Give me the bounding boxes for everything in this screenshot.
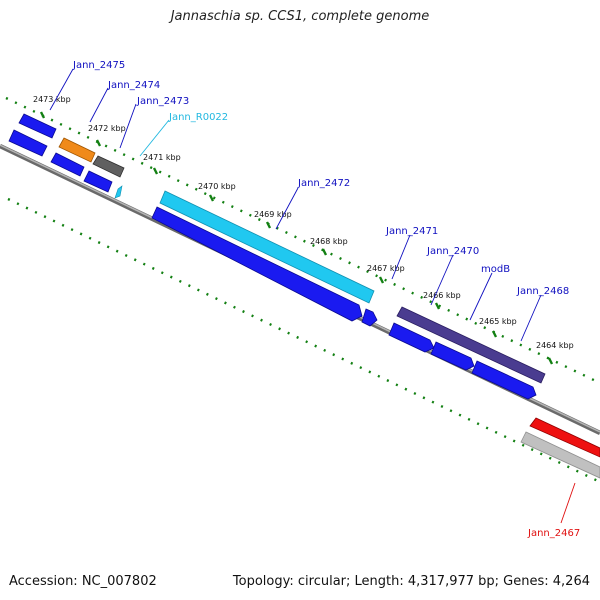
major-ticks bbox=[39, 111, 554, 365]
gene-jann-r0022[interactable] bbox=[114, 185, 123, 199]
gene-labels: Jann_2475 Jann_2474 Jann_2473 Jann_R0022… bbox=[72, 60, 580, 539]
kbp-label: 2472 kbp bbox=[88, 124, 126, 133]
gene-left-lower[interactable] bbox=[8, 129, 48, 157]
kbp-label: 2469 kbp bbox=[254, 210, 292, 219]
kbp-label: 2468 kbp bbox=[310, 237, 348, 246]
gene-jann-2472[interactable] bbox=[159, 190, 375, 304]
gene-label-jann-2474[interactable]: Jann_2474 bbox=[107, 80, 160, 91]
gene-label-jann-2472[interactable]: Jann_2472 bbox=[297, 178, 350, 189]
gene-label-jann-2468[interactable]: Jann_2468 bbox=[516, 286, 569, 297]
gene-label-jann-r0022[interactable]: Jann_R0022 bbox=[168, 112, 228, 123]
kbp-label: 2465 kbp bbox=[479, 317, 517, 326]
genome-summary: Topology: circular; Length: 4,317,977 bp… bbox=[232, 574, 590, 589]
map-title: Jannaschia sp. CCS1, complete genome bbox=[170, 9, 430, 24]
kbp-label: 2473 kbp bbox=[33, 95, 71, 104]
gene-blue-3[interactable] bbox=[83, 170, 113, 193]
gene-blue-2[interactable] bbox=[50, 152, 85, 177]
gene-label-jann-2470[interactable]: Jann_2470 bbox=[426, 246, 479, 257]
gene-leader-lines bbox=[49, 68, 576, 524]
gene-blue-small[interactable] bbox=[361, 308, 378, 327]
gene-label-jann-2471[interactable]: Jann_2471 bbox=[385, 226, 438, 237]
gene-jann-2467[interactable] bbox=[529, 417, 600, 458]
gene-modb[interactable] bbox=[396, 306, 546, 384]
gene-jann-2470-lower[interactable] bbox=[388, 322, 435, 353]
kbp-label: 2464 kbp bbox=[536, 341, 574, 350]
gene-label-jann-2473[interactable]: Jann_2473 bbox=[136, 96, 189, 107]
gene-jann-2469-lower[interactable] bbox=[430, 341, 475, 371]
kbp-label: 2470 kbp bbox=[198, 182, 236, 191]
kbp-labels: 2473 kbp 2472 kbp 2471 kbp 2470 kbp 2469… bbox=[33, 95, 574, 350]
gene-lightgray[interactable] bbox=[520, 431, 600, 479]
gene-label-jann-2475[interactable]: Jann_2475 bbox=[72, 60, 125, 71]
kbp-label: 2471 kbp bbox=[143, 153, 181, 162]
kbp-label: 2467 kbp bbox=[367, 264, 405, 273]
gene-label-modb[interactable]: modB bbox=[481, 264, 510, 275]
gene-jann-2468-lower[interactable] bbox=[471, 360, 537, 400]
genes bbox=[8, 113, 600, 479]
gene-jann-2474[interactable] bbox=[58, 137, 96, 163]
kbp-label: 2466 kbp bbox=[423, 291, 461, 300]
gene-jann-2473[interactable] bbox=[92, 155, 125, 178]
accession-label: Accession: NC_007802 bbox=[9, 574, 157, 589]
outer-tick-row bbox=[5, 96, 600, 385]
gene-label-jann-2467[interactable]: Jann_2467 bbox=[527, 528, 580, 539]
gene-jann-2475[interactable] bbox=[18, 113, 57, 139]
gene-blue-long[interactable] bbox=[151, 206, 363, 322]
